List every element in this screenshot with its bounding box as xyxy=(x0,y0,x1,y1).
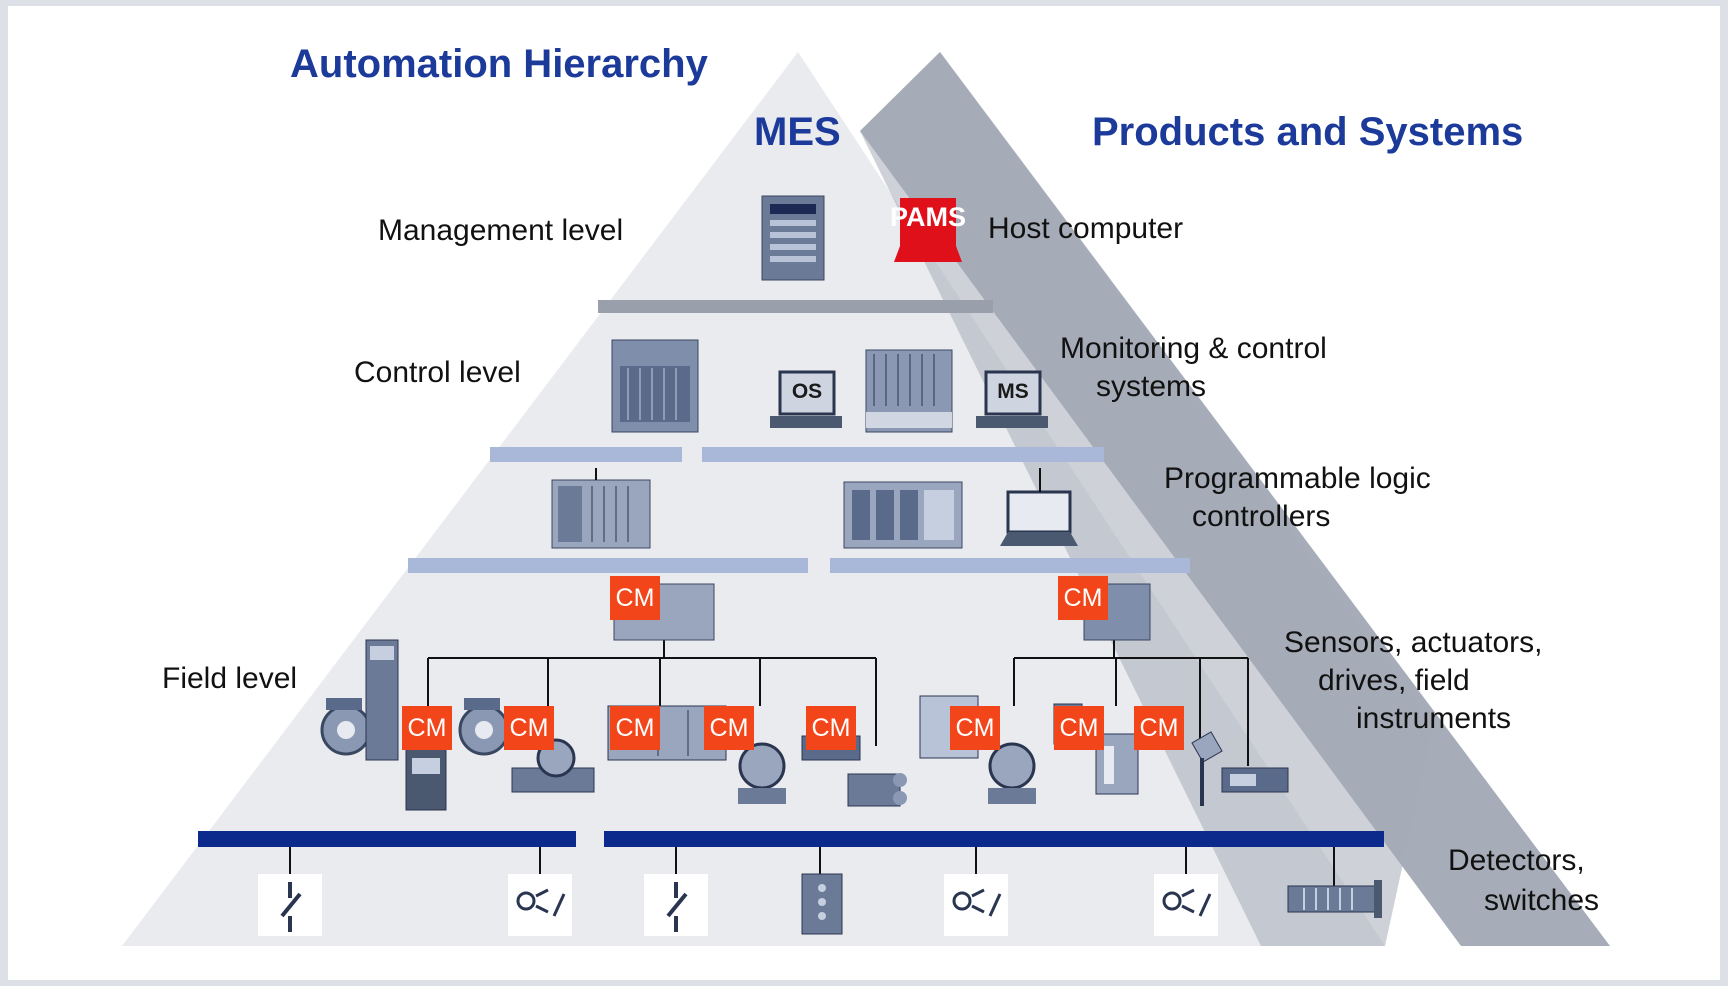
light-barrier-icon xyxy=(944,874,1008,936)
control-rack-icon xyxy=(865,349,953,433)
monitoring-control-label-1: Monitoring & control xyxy=(1060,332,1327,365)
band-overlay xyxy=(860,52,1433,946)
host-computer-label: Host computer xyxy=(988,212,1184,245)
plc-bus-left xyxy=(408,558,808,573)
plc-right-icon xyxy=(843,481,963,549)
ms-monitor-icon xyxy=(976,370,1048,428)
cm-tag: CM xyxy=(504,706,554,750)
cm-tag: CM xyxy=(1134,706,1184,750)
cm-tag: CM xyxy=(806,706,856,750)
proximity-module-icon xyxy=(1221,767,1289,793)
light-barrier-icon xyxy=(508,874,572,936)
field-level-label: Field level xyxy=(162,662,298,695)
plc-left-icon xyxy=(551,468,651,549)
transmitter-icon xyxy=(988,742,1036,804)
mes-title: MES xyxy=(754,110,841,154)
sensors-label-3: instruments xyxy=(1356,702,1512,735)
temperature-probe-icon xyxy=(1191,731,1223,806)
diagram-canvas: Automation Hierarchy MES Products and Sy… xyxy=(8,6,1720,980)
control-bus-left xyxy=(490,447,682,462)
cm-tag: CM xyxy=(950,706,1000,750)
os-label: OS xyxy=(791,380,823,403)
server-rack-icon xyxy=(761,195,825,281)
management-level-label: Management level xyxy=(378,214,624,247)
management-separator xyxy=(598,300,993,313)
plc-label-2: controllers xyxy=(1192,500,1331,533)
terminal-block-icon xyxy=(801,873,843,935)
plc-label-1: Programmable logic xyxy=(1164,462,1431,495)
laptop-icon xyxy=(1000,468,1078,546)
ms-label: MS xyxy=(997,380,1029,403)
cm-tag: CM xyxy=(610,706,660,750)
motor-icon xyxy=(458,698,510,756)
detectors-label-1: Detectors, xyxy=(1448,844,1585,877)
light-barrier-icon xyxy=(1154,874,1218,936)
flowmeter-icon xyxy=(511,738,595,793)
detector-droplines xyxy=(289,847,1335,886)
drive-icon xyxy=(365,639,399,761)
detectors-label-2: switches xyxy=(1484,884,1600,917)
pams-label: PAMS xyxy=(890,202,967,232)
os-monitor-icon xyxy=(770,370,842,428)
motor-icon xyxy=(320,698,372,756)
control-cabinet-icon xyxy=(611,339,699,433)
plc-bus-right xyxy=(830,558,1190,573)
automation-hierarchy-title: Automation Hierarchy xyxy=(290,42,708,86)
field-bus-right xyxy=(604,831,1384,847)
transmitter-icon xyxy=(738,742,786,804)
products-and-systems-title: Products and Systems xyxy=(1092,110,1524,154)
cm-tag: CM xyxy=(704,706,754,750)
cm-tag: CM xyxy=(402,706,452,750)
cm-tag: CM xyxy=(610,576,660,620)
control-bus-right xyxy=(702,447,1104,462)
cm-tag: CM xyxy=(1054,706,1104,750)
sensors-label-2: drives, field xyxy=(1318,664,1470,697)
switch-icon xyxy=(258,874,322,936)
valve-actuator-icon xyxy=(847,773,907,807)
proximity-sensor-icon xyxy=(1287,880,1382,918)
field-bus-left xyxy=(198,831,576,847)
field-network-lines xyxy=(427,636,1249,766)
control-level-label: Control level xyxy=(354,356,521,389)
switch-icon xyxy=(644,874,708,936)
pams-terminal-icon xyxy=(894,198,962,262)
sensors-label-1: Sensors, actuators, xyxy=(1284,626,1543,659)
monitoring-control-label-2: systems xyxy=(1096,370,1207,403)
cm-tag: CM xyxy=(1058,576,1108,620)
drive-icon xyxy=(405,747,447,811)
